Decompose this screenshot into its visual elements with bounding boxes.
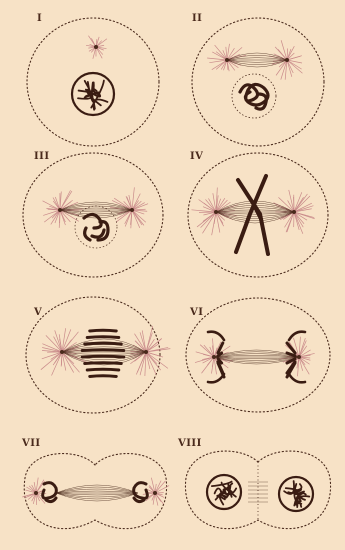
chromosome bbox=[87, 369, 119, 370]
stage-label-viii: VIII bbox=[178, 438, 202, 449]
stage-label-i: I bbox=[37, 13, 42, 24]
stage-label-iv: IV bbox=[190, 151, 203, 162]
chromosome bbox=[208, 332, 224, 340]
chromosome bbox=[82, 350, 124, 351]
chromosome bbox=[90, 330, 117, 331]
aster bbox=[207, 44, 246, 71]
spindle bbox=[56, 485, 138, 501]
stage-label-vii: VII bbox=[22, 438, 41, 449]
centrosome bbox=[34, 491, 38, 495]
chromosome bbox=[85, 228, 90, 240]
stage-v-cell bbox=[26, 297, 170, 413]
nucleus bbox=[207, 475, 241, 509]
chromosome bbox=[134, 483, 148, 499]
chromosome bbox=[43, 483, 57, 499]
chromosome bbox=[289, 332, 305, 340]
stage-label-ii: II bbox=[192, 13, 202, 24]
stage-i-cell bbox=[27, 18, 159, 146]
aster bbox=[127, 326, 171, 376]
chromosome bbox=[85, 363, 122, 364]
aster bbox=[195, 338, 233, 374]
aster bbox=[110, 187, 148, 228]
centrosome bbox=[153, 491, 157, 495]
spindle bbox=[227, 53, 287, 67]
cell-membrane bbox=[192, 18, 324, 146]
nucleus bbox=[279, 477, 313, 511]
chromosome bbox=[85, 343, 122, 344]
chromosome bbox=[82, 356, 124, 357]
chromosome bbox=[289, 374, 305, 382]
chromatin bbox=[212, 482, 236, 505]
stage-label-v: V bbox=[34, 307, 42, 318]
stage-label-iii: III bbox=[34, 151, 50, 162]
chromatin bbox=[284, 481, 309, 507]
chromosome bbox=[92, 230, 104, 237]
stage-ii-cell bbox=[192, 18, 324, 146]
chromosome bbox=[238, 180, 268, 254]
stage-iii-cell bbox=[23, 153, 163, 277]
stage-vii-cell bbox=[22, 454, 169, 529]
stage-viii-cell bbox=[185, 451, 330, 529]
chromosome bbox=[84, 214, 101, 228]
chromosome bbox=[87, 337, 119, 338]
nucleus bbox=[72, 73, 114, 115]
centrosome bbox=[94, 45, 98, 49]
chromosome bbox=[208, 374, 224, 382]
aster bbox=[86, 36, 107, 59]
stage-iv-cell bbox=[188, 153, 328, 277]
stage-vi-cell bbox=[186, 298, 330, 412]
chromatin bbox=[78, 81, 107, 110]
aster bbox=[191, 187, 237, 235]
chromosome bbox=[90, 376, 117, 377]
stage-label-vi: VI bbox=[190, 307, 203, 318]
